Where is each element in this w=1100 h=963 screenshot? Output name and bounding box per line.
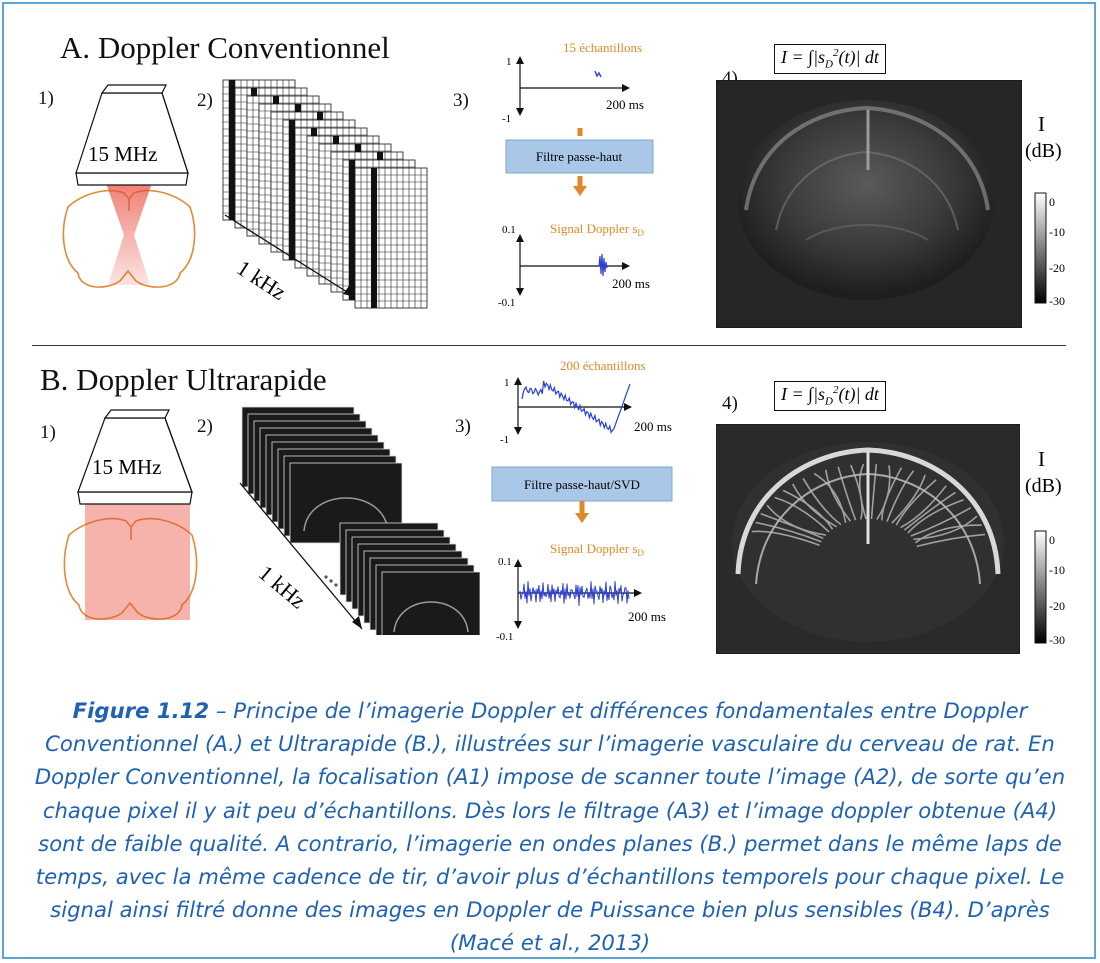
panel-a-unit-i: I bbox=[1038, 112, 1045, 136]
vessel-line bbox=[782, 489, 834, 530]
probe-icon bbox=[77, 409, 193, 505]
vessel-line bbox=[802, 477, 842, 526]
caption-text: – Principe de l’imagerie Doppler et diff… bbox=[34, 698, 1066, 956]
panel-a-probe-diagram bbox=[62, 84, 196, 288]
svg-text:Signal Doppler sD: Signal Doppler sD bbox=[550, 541, 644, 558]
panel-b-doppler-image bbox=[716, 424, 1020, 654]
panel-a-step-1: 1) bbox=[38, 88, 54, 109]
figure-label: Figure 1.12 bbox=[72, 698, 210, 723]
svg-text:0.1: 0.1 bbox=[498, 556, 512, 568]
vessel-line bbox=[891, 474, 926, 524]
svg-text:-1: -1 bbox=[500, 434, 509, 446]
vessel-line bbox=[881, 467, 903, 521]
svg-text:200 ms: 200 ms bbox=[612, 276, 650, 291]
panel-b-image-stack bbox=[239, 406, 480, 635]
svg-text:200 ms: 200 ms bbox=[606, 97, 644, 112]
scan-frame bbox=[354, 167, 428, 309]
panel-b-filter-box bbox=[491, 466, 673, 502]
panel-b-step-4: 4) bbox=[722, 393, 738, 414]
figure-caption: Figure 1.12 – Principe de l’imagerie Dop… bbox=[20, 694, 1080, 960]
panel-a-filtered-trace bbox=[598, 253, 608, 277]
panel-b-probe-label: 15 MHz bbox=[92, 455, 162, 479]
panel-a-filter-label: Filtre passe-haut bbox=[536, 149, 623, 164]
svg-text:-1: -1 bbox=[502, 113, 511, 125]
vessel-line bbox=[900, 485, 947, 529]
ultrasound-frame bbox=[381, 571, 480, 635]
vessel-line bbox=[837, 466, 857, 521]
svg-text:-10: -10 bbox=[1049, 225, 1065, 239]
panel-b-probe-diagram bbox=[63, 409, 198, 620]
panel-b-title: B. Doppler Ultrarapide bbox=[40, 362, 327, 397]
panel-a-formula: I = ∫|sD2(t)| dt bbox=[774, 44, 886, 74]
vessel-line bbox=[774, 496, 830, 533]
probe-icon bbox=[75, 84, 189, 186]
brain-outline bbox=[63, 517, 198, 620]
panel-b-samples-label: 200 échantillons bbox=[560, 358, 646, 373]
vessel-line bbox=[910, 507, 972, 537]
vessel-line bbox=[751, 530, 820, 547]
sparse-samples-trace bbox=[594, 70, 602, 78]
panel-b-step-1: 1) bbox=[40, 422, 56, 443]
vessel-line bbox=[870, 464, 878, 520]
panel-b-step-3: 3) bbox=[455, 416, 471, 437]
panel-a-unit-db: (dB) bbox=[1025, 140, 1062, 162]
svg-text:-20: -20 bbox=[1049, 599, 1065, 613]
panel-a-probe-label: 15 MHz bbox=[88, 142, 158, 166]
vessel-line bbox=[895, 479, 937, 526]
svg-text:0: 0 bbox=[1049, 533, 1055, 547]
panel-a-step-3: 3) bbox=[453, 90, 469, 111]
panel-b-unit-db: (dB) bbox=[1025, 475, 1062, 497]
vessel-line bbox=[755, 521, 822, 543]
panel-a-title: A. Doppler Conventionnel bbox=[60, 30, 390, 65]
dense-samples-trace bbox=[521, 380, 631, 435]
panel-b-formula: I = ∫|sD2(t)| dt bbox=[774, 381, 886, 411]
focused-beam bbox=[106, 183, 152, 285]
svg-text:200 ms: 200 ms bbox=[634, 419, 672, 434]
panel-a-colorbar: 0 -10 -20 -30 bbox=[1034, 192, 1065, 308]
svg-text:1: 1 bbox=[504, 377, 510, 389]
vessel-line bbox=[914, 524, 982, 544]
panel-b-unit-i: I bbox=[1038, 447, 1045, 471]
panel-b-filtered-trace bbox=[519, 581, 630, 606]
vessel-line bbox=[907, 498, 964, 534]
svg-text:-20: -20 bbox=[1049, 261, 1065, 275]
vessel-line bbox=[813, 472, 847, 523]
panel-a-doppler-image bbox=[716, 80, 1022, 328]
vessel-line bbox=[916, 533, 986, 548]
panel-a-scanline-stack bbox=[222, 79, 428, 309]
svg-text:-0.1: -0.1 bbox=[496, 631, 513, 643]
vessel-line bbox=[791, 483, 838, 528]
panel-a-samples-label: 15 échantillons bbox=[563, 40, 642, 55]
plane-wave-beam bbox=[85, 498, 190, 620]
svg-text:-30: -30 bbox=[1049, 294, 1065, 308]
panel-b-filter-label: Filtre passe-haut/SVD bbox=[524, 477, 640, 492]
panel-b-signal-diagram: 200 échantillons 1 -1 200 ms Filtre pass… bbox=[491, 358, 673, 643]
vessel-line bbox=[858, 463, 867, 520]
svg-text:0.1: 0.1 bbox=[502, 224, 516, 236]
svg-text:0: 0 bbox=[1049, 195, 1055, 209]
vessel-line bbox=[903, 491, 956, 531]
panel-a-filter-box bbox=[505, 139, 654, 174]
panel-a-signal-diagram: 15 échantillons 1 -1 200 ms Filtre passe… bbox=[498, 40, 654, 309]
panel-a-step-2: 2) bbox=[197, 90, 213, 111]
vessel-line bbox=[766, 504, 827, 536]
vessel-line bbox=[825, 469, 852, 522]
svg-text:-30: -30 bbox=[1049, 633, 1065, 647]
svg-text:-10: -10 bbox=[1049, 563, 1065, 577]
svg-text:200 ms: 200 ms bbox=[628, 609, 666, 624]
svg-text:Signal Doppler sD: Signal Doppler sD bbox=[550, 221, 644, 238]
svg-text:1: 1 bbox=[506, 56, 512, 68]
panel-b-step-2: 2) bbox=[197, 416, 213, 437]
svg-text:-0.1: -0.1 bbox=[498, 297, 515, 309]
panel-b-colorbar: 0 -10 -20 -30 bbox=[1034, 530, 1065, 647]
panel-separator bbox=[32, 345, 1066, 346]
vessel-line bbox=[886, 470, 915, 522]
